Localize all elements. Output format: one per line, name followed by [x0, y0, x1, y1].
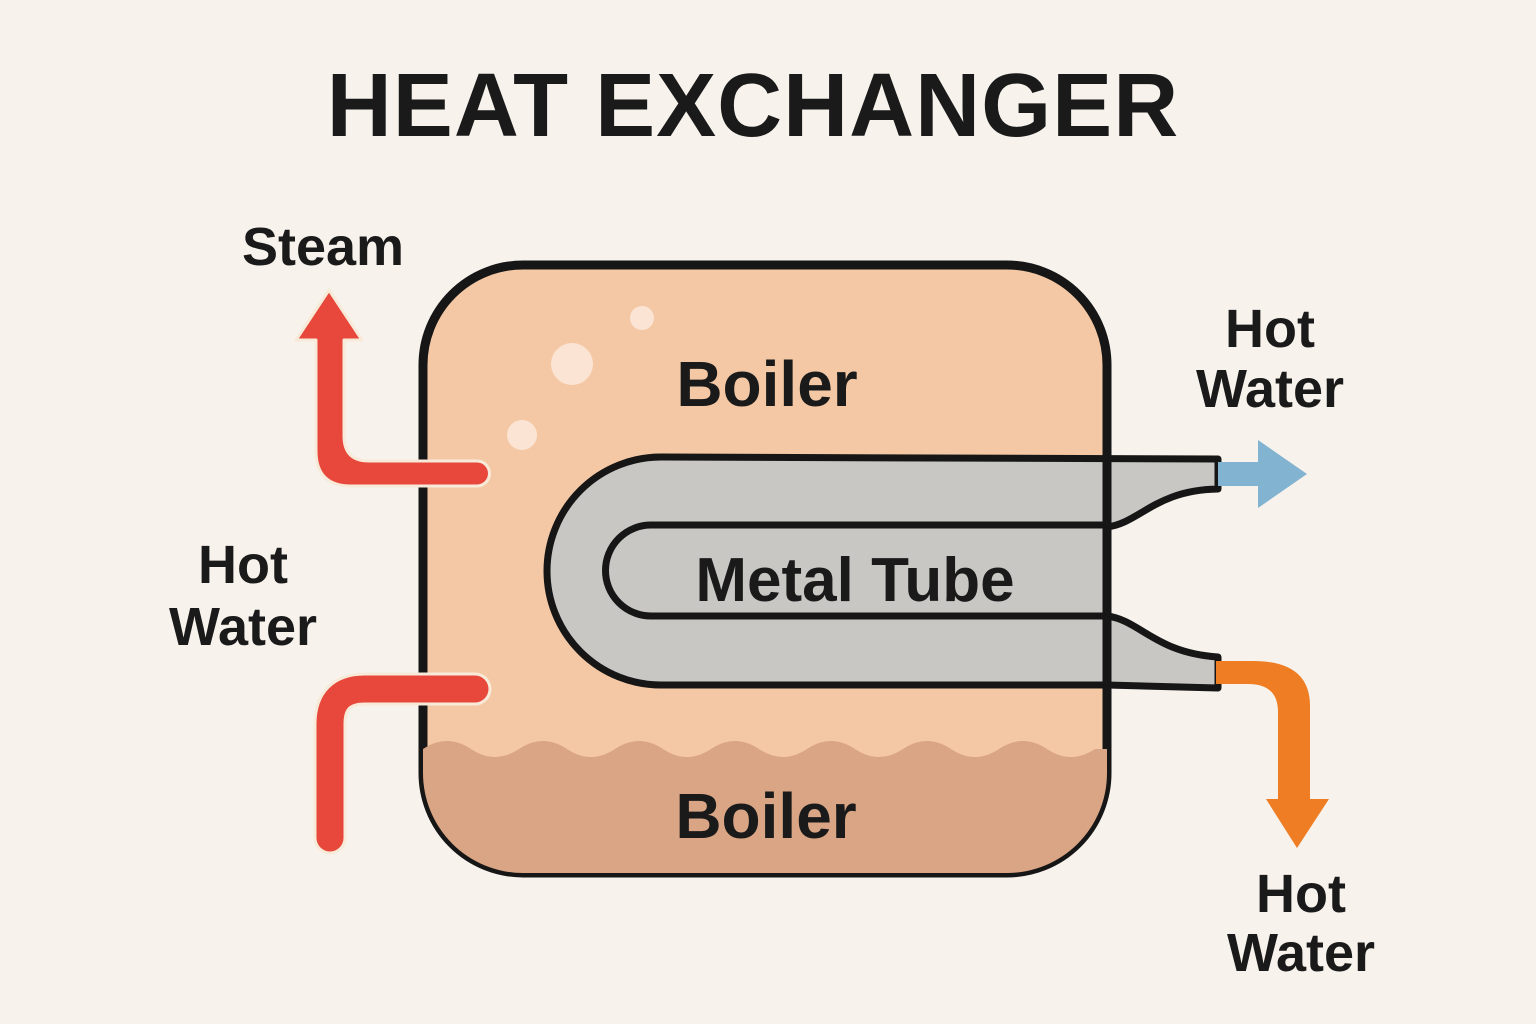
hot-water-out-top-label-line1: Hot [1225, 299, 1315, 359]
metal-tube-inner-wall [602, 521, 1107, 620]
hot-water-outlet-arrow-icon [1218, 440, 1307, 508]
steam-arrow-icon [294, 288, 491, 488]
page-title: HEAT EXCHANGER [327, 56, 1179, 156]
metal-tube-icon [543, 453, 1222, 692]
hot-water-in-label-line2: Water [169, 597, 317, 657]
bubble-icon [630, 306, 654, 330]
boiler-bottom-label: Boiler [675, 780, 856, 852]
hot-water-drain-arrow-icon [1216, 661, 1329, 848]
hot-water-out-top-label-line2: Water [1196, 359, 1344, 419]
bubble-icon [551, 343, 593, 385]
bubble-icon [507, 420, 537, 450]
hot-water-inlet-pipe-icon [316, 675, 489, 852]
steam-label: Steam [242, 217, 404, 277]
boiler-water [423, 741, 1107, 873]
metal-tube-label: Metal Tube [695, 546, 1014, 615]
hot-water-out-bottom-label-line1: Hot [1256, 864, 1346, 924]
hot-water-in-label-line1: Hot [198, 535, 288, 595]
boiler-top-label: Boiler [676, 348, 857, 420]
hot-water-out-bottom-label-line2: Water [1227, 923, 1375, 983]
